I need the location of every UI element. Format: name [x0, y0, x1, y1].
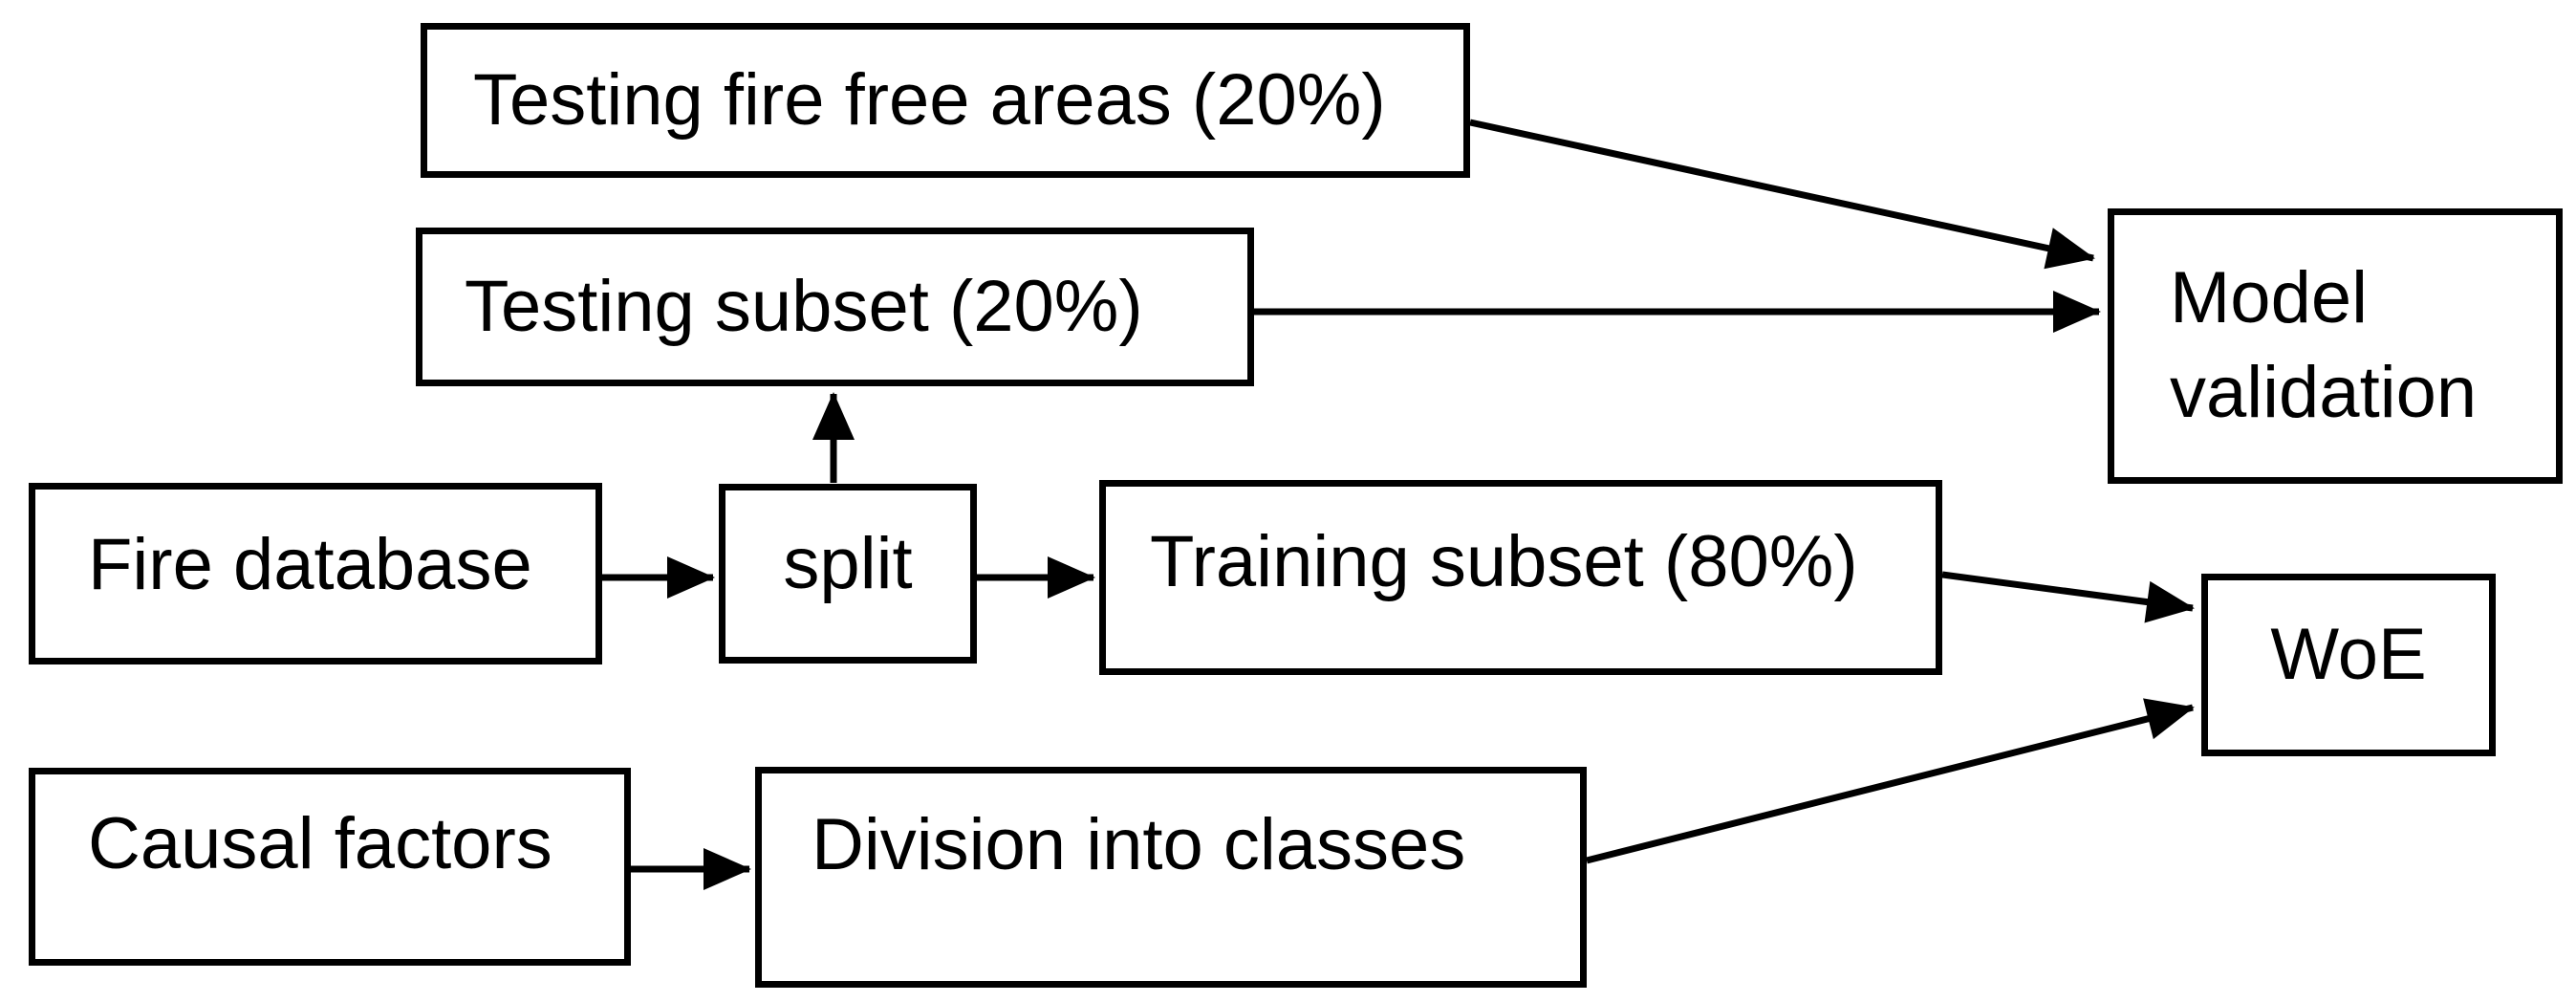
node-model-validation: Model validation: [2108, 208, 2563, 484]
node-causal-factors-label: Causal factors: [88, 802, 552, 884]
node-woe: WoE: [2201, 574, 2496, 756]
node-division-into-classes-label: Division into classes: [812, 803, 1466, 885]
arrow-division-into-classes-to-woe: [1586, 698, 2195, 864]
arrow-training-subset-to-woe: [1941, 571, 2195, 623]
node-split-label: split: [783, 523, 913, 605]
node-fire-database-label: Fire database: [88, 524, 532, 606]
node-split: split: [719, 484, 977, 664]
node-causal-factors: Causal factors: [29, 768, 631, 966]
node-training-subset-label: Training subset (80%): [1150, 521, 1858, 603]
node-testing-subset-label: Testing subset (20%): [465, 266, 1143, 348]
node-model-validation-label: Model validation: [2170, 257, 2478, 433]
node-woe-label: WoE: [2270, 613, 2427, 695]
arrow-testing-fire-free-to-model-validation: [1469, 119, 2095, 270]
node-testing-fire-free-areas: Testing fire free areas (20%): [421, 23, 1470, 178]
node-training-subset: Training subset (80%): [1099, 480, 1942, 675]
node-testing-fire-free-areas-label: Testing fire free areas (20%): [473, 59, 1386, 142]
node-division-into-classes: Division into classes: [755, 767, 1587, 988]
node-fire-database: Fire database: [29, 483, 602, 664]
node-testing-subset: Testing subset (20%): [416, 228, 1254, 386]
